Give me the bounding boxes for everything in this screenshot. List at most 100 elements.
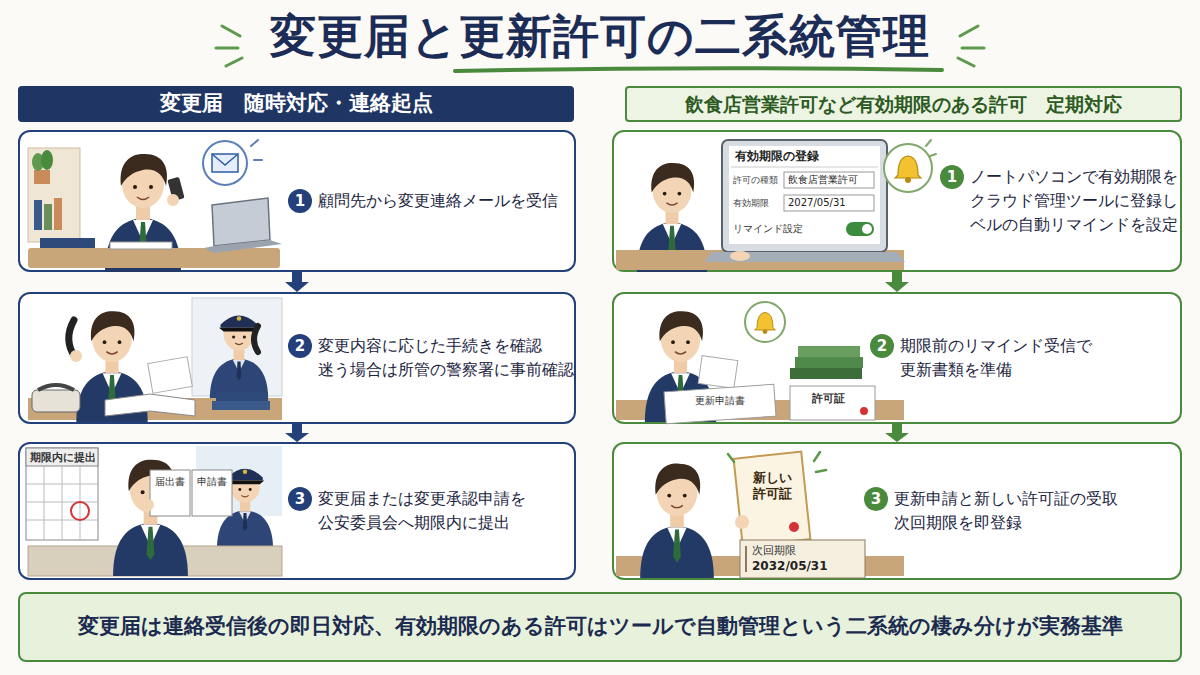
step-box: 1ノートパソコンで有効期限を クラウド管理ツールに登録し ベルの自動リマインドを… (612, 130, 1182, 272)
prepare-step-illustration (860, 407, 868, 415)
check-step-illustration (70, 350, 82, 362)
submit-step-illustration (142, 499, 154, 511)
header-text: 変更届 随時対応・連絡起点 (160, 90, 433, 117)
step-number: 3 (288, 487, 312, 511)
prepare-step-illustration (645, 311, 716, 422)
prepare-step-illustration (616, 302, 904, 424)
renew-step-illustration (734, 452, 811, 547)
step-text: 変更届または変更承認申請を 公安委員会へ期限内に提出 (318, 487, 576, 535)
mail-step-illustration (167, 194, 179, 206)
step-number: 1 (288, 189, 312, 213)
register-step-illustration (722, 140, 887, 252)
renew-step-illustration (616, 556, 904, 576)
step-box: 3変更届または変更承認申請を 公安委員会へ期限内に提出 (18, 442, 576, 580)
mail-step-illustration (251, 140, 262, 160)
mail-step-illustration (110, 242, 172, 249)
step-row: 3変更届または変更承認申請を 公安委員会へ期限内に提出 (288, 487, 576, 535)
step-row: 2期限前のリマインド受信で 更新書類を準備 (870, 334, 1160, 382)
submit-step-illustration (28, 546, 282, 576)
mail-step-illustration (203, 141, 247, 185)
mail-step-illustration (41, 150, 53, 170)
check-step-illustration (38, 385, 74, 390)
renew-step-illustration (616, 452, 904, 578)
step-text: 期限前のリマインド受信で 更新書類を準備 (900, 334, 1160, 382)
register-step-illustration (784, 195, 874, 211)
mail-step-illustration (34, 170, 50, 184)
submit-step-illustration (217, 469, 273, 550)
flow-arrow (285, 424, 309, 442)
register-step-illustration (895, 156, 921, 183)
step-text: 更新申請と新しい許可証の受取 次回期限を即登録 (894, 487, 1144, 535)
check-step-illustration (28, 398, 282, 420)
header-text: 飲食店営業許可など有効期限のある許可 定期対応 (685, 92, 1122, 117)
summary-band: 変更届は連絡受信後の即日対応、有効期限のある許可はツールで自動管理という二系統の… (18, 592, 1182, 662)
mail-step-illustration (212, 198, 270, 246)
step-row: 1顧問先から変更連絡メールを受信 (288, 189, 576, 213)
register-step-illustration (704, 252, 905, 262)
register-step-illustration (637, 163, 707, 272)
check-step-illustration (148, 357, 193, 393)
check-step-illustration (28, 298, 282, 422)
check-step-illustration (192, 298, 282, 396)
step-row: 1ノートパソコンで有効期限を クラウド管理ツールに登録し ベルの自動リマインドを… (940, 165, 1182, 237)
step-text: 顧問先から変更連絡メールを受信 (318, 189, 576, 213)
step-text: 変更内容に応じた手続きを確認 迷う場合は所管の警察署に事前確認 (318, 334, 576, 382)
renew-step-illustration (640, 464, 714, 578)
flow-arrow (885, 424, 909, 442)
mail-step-illustration (204, 240, 282, 253)
renew-step-illustration (789, 522, 799, 532)
check-step-illustration (216, 392, 268, 401)
renew-step-illustration (735, 515, 749, 529)
submit-step-illustration (113, 460, 188, 576)
title-text: 変更届と更新許可の二系統管理 (0, 6, 1200, 66)
mail-step-illustration (44, 204, 52, 230)
mail-step-illustration (28, 140, 282, 272)
step-row: 2変更内容に応じた手続きを確認 迷う場合は所管の警察署に事前確認 (288, 334, 576, 382)
mail-step-illustration (212, 154, 238, 165)
check-step-illustration (76, 311, 147, 422)
step-box: 1顧問先から変更連絡メールを受信 (18, 130, 576, 272)
renew-step-illustration (740, 540, 865, 578)
register-step-illustration (926, 140, 936, 156)
mail-step-illustration (32, 153, 44, 171)
title-decoration (216, 26, 242, 66)
register-step-illustration (731, 167, 878, 168)
title-decoration (958, 26, 984, 66)
check-step-illustration (212, 401, 270, 410)
flow-arrow (285, 272, 309, 292)
register-step-illustration (884, 144, 932, 192)
register-step-illustration (784, 172, 874, 188)
submit-step-illustration (192, 470, 232, 516)
step-number: 3 (864, 487, 888, 511)
submit-step-illustration (150, 470, 190, 516)
step-number: 2 (288, 334, 312, 358)
summary-text: 変更届は連絡受信後の即日対応、有効期限のある許可はツールで自動管理という二系統の… (78, 613, 1123, 640)
renew-step-illustration (745, 546, 747, 572)
check-step-illustration (32, 390, 80, 412)
prepare-step-illustration (745, 302, 785, 342)
step-box: 2期限前のリマインド受信で 更新書類を準備 (612, 292, 1182, 424)
mail-step-illustration (54, 198, 62, 230)
check-step-illustration (105, 394, 195, 416)
column-header: 飲食店営業許可など有効期限のある許可 定期対応 (625, 86, 1182, 122)
step-row: 3更新申請と新しい許可証の受取 次回期限を即登録 (864, 487, 1144, 535)
flow-arrow (885, 272, 909, 292)
step-box: 2変更内容に応じた手続きを確認 迷う場合は所管の警察署に事前確認 (18, 292, 576, 424)
mail-step-illustration (34, 200, 42, 230)
register-step-illustration (616, 140, 936, 272)
prepare-step-illustration (790, 386, 875, 420)
submit-step-illustration (71, 502, 89, 520)
submit-step-illustration (26, 448, 98, 540)
mail-step-illustration (28, 248, 280, 268)
submit-step-illustration (26, 466, 98, 540)
submit-step-illustration (196, 446, 282, 516)
step-box: 3更新申請と新しい許可証の受取 次回期限を即登録 (612, 442, 1182, 580)
renew-step-illustration (728, 452, 826, 472)
register-step-illustration (846, 222, 874, 236)
mail-step-illustration (167, 177, 184, 201)
register-step-illustration (616, 250, 904, 270)
submit-step-illustration (26, 446, 282, 576)
register-step-illustration (729, 146, 880, 244)
register-step-illustration (730, 251, 750, 261)
mail-step-illustration (40, 238, 95, 248)
